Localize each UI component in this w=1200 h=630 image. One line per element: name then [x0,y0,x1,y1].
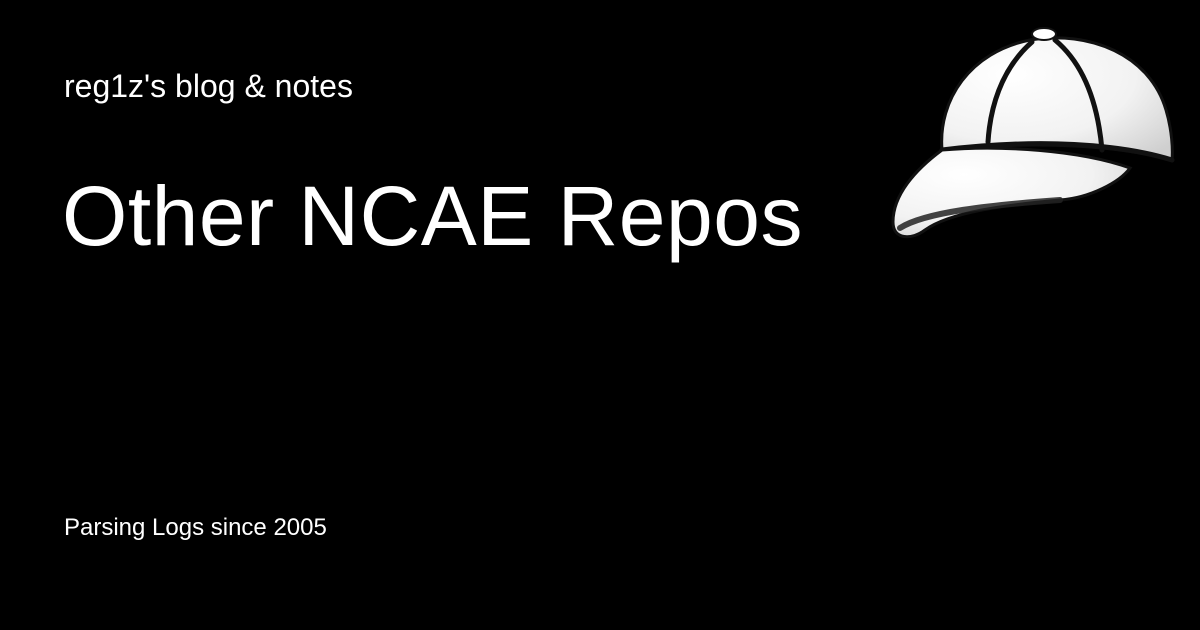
baseball-cap-icon [891,27,1175,239]
page-title: Other NCAE Repos [62,169,803,263]
site-name: reg1z's blog & notes [64,68,353,104]
site-tagline: Parsing Logs since 2005 [64,514,327,541]
